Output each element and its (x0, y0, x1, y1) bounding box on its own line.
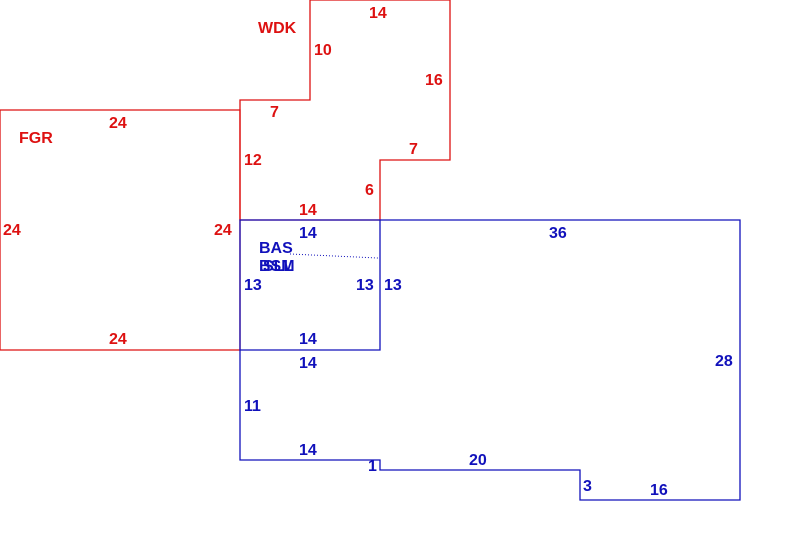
dim-bas-bottom-outer: 14 (299, 355, 317, 372)
dim-wdk-right: 16 (425, 72, 443, 89)
dim-lower-bottom-right: 16 (650, 482, 668, 499)
dim-fgr-left: 24 (3, 222, 21, 239)
dim-wdk-left-upper: 10 (314, 42, 332, 59)
main-outline (239, 219, 741, 501)
sll-label: SLL (263, 258, 293, 275)
fgr-label: FGR (19, 130, 53, 147)
wdk-label: WDK (258, 20, 297, 37)
dim-lower-bottom: 14 (299, 442, 317, 459)
dotted-leader-line (289, 253, 379, 259)
dim-wdk-bottom: 14 (299, 202, 317, 219)
dim-wdk-inner-right: 6 (365, 182, 374, 199)
dim-lower-step-right: 3 (583, 478, 592, 495)
dim-main-right: 28 (715, 353, 733, 370)
dim-bas-top: 14 (299, 225, 317, 242)
dim-bas-left: 13 (244, 277, 262, 294)
dim-lower-bottom-mid: 20 (469, 452, 487, 469)
dim-fgr-top: 24 (109, 115, 127, 132)
dim-fgr-bottom: 24 (109, 331, 127, 348)
dim-bas-right-outer: 13 (384, 277, 402, 294)
bas-label: BAS (259, 240, 293, 257)
bsm-label: BSM (259, 258, 295, 275)
dim-wdk-top: 14 (369, 5, 387, 22)
dim-wdk-step-right: 7 (409, 141, 418, 158)
dim-bas-bottom-inner: 14 (299, 331, 317, 348)
dim-main-top: 36 (549, 225, 567, 242)
bas-outline (239, 219, 381, 351)
dim-wdk-step-top: 7 (270, 104, 279, 121)
dim-lower-left: 11 (244, 398, 261, 415)
dim-fgr-right: 24 (214, 222, 232, 239)
dim-bas-right-inner: 13 (356, 277, 374, 294)
dim-wdk-left-lower: 12 (244, 152, 262, 169)
dim-lower-step: 1 (368, 458, 377, 475)
